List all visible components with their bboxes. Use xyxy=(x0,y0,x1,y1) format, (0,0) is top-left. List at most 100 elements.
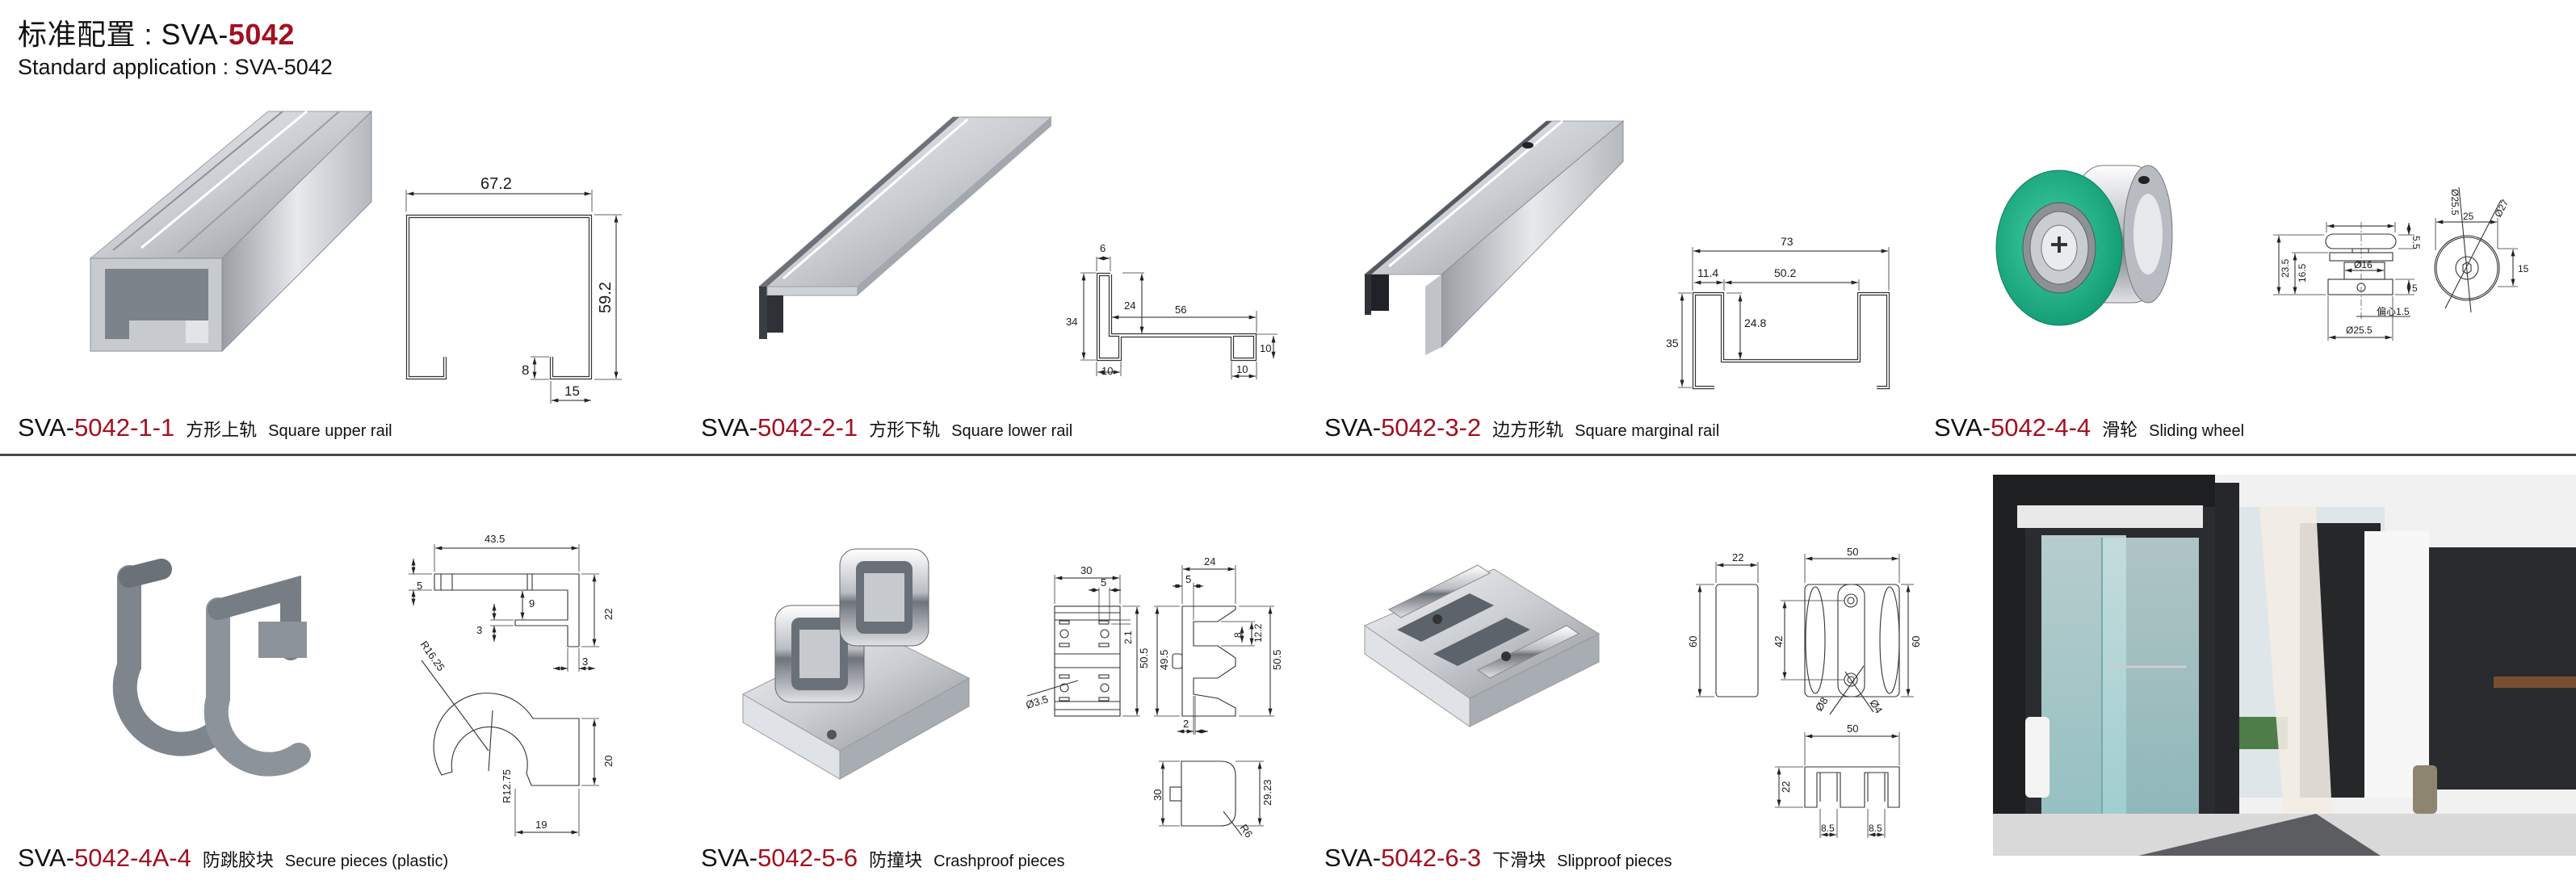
product-name-cn: 防跳胶块 xyxy=(202,850,274,870)
product-label-5042-1-1: SVA-5042-1-1 方形上轨 Square upper rail xyxy=(18,413,392,442)
product-name-cn: 下滑块 xyxy=(1492,850,1546,870)
dim-total-height: 35 xyxy=(1666,337,1679,350)
dim-slot-width-left: 8.5 xyxy=(1821,823,1835,834)
code-number: 5042-4-4 xyxy=(1991,413,2091,442)
dim-slot-depth: 8 xyxy=(522,362,529,378)
slipproof-pieces-image xyxy=(1363,564,1601,727)
dim-slot-inner: 8 xyxy=(1232,632,1244,638)
product-label-5042-4-4: SVA-5042-4-4 滑轮 Sliding wheel xyxy=(1934,413,2244,442)
dim-side-width: 24 xyxy=(1204,555,1215,568)
product-name-cn: 边方形轨 xyxy=(1492,420,1564,440)
code-prefix: SVA- xyxy=(701,844,758,872)
product-code: SVA-5042-5-6 xyxy=(701,844,858,873)
dim-cap-height: 5.5 xyxy=(2410,236,2422,249)
dim-clip-height: 20 xyxy=(602,756,614,767)
dim-hole-diameter: Ø4 xyxy=(1867,697,1885,716)
dim-slot-outer: 12.2 xyxy=(1252,623,1264,643)
code-prefix: SVA- xyxy=(1324,844,1382,872)
dim-flange-width: 11.4 xyxy=(1697,266,1718,279)
dim-bottom-width: 50 xyxy=(1847,723,1858,735)
dim-wall-thickness: 3 xyxy=(582,656,588,668)
dim-wheel-diameter: Ø25.5 xyxy=(2449,189,2461,216)
dim-body-height: 16.5 xyxy=(2297,263,2308,283)
dim-base-height: 5 xyxy=(2412,283,2418,294)
code-number: 5042-3-2 xyxy=(1381,413,1482,442)
sliding-wheel-image xyxy=(1995,165,2173,326)
dim-right-foot-width: 10 xyxy=(1236,363,1248,375)
dim-slot-width-right: 8.5 xyxy=(1869,823,1882,834)
product-code: SVA-5042-1-1 xyxy=(18,413,174,442)
dim-side-width: 22 xyxy=(1732,551,1743,563)
dim-slot-width: 15 xyxy=(564,383,580,399)
product-name-cn: 滑轮 xyxy=(2102,420,2138,440)
code-number: 5042-2-1 xyxy=(757,413,858,442)
dim-foot-height: 10 xyxy=(1260,342,1271,354)
product-name-en: Square marginal rail xyxy=(1575,422,1720,440)
sliding-wheel-drawing: 5.5 23.5 16.5 Ø16 5 偏心1.5 Ø25.5 25 Ø25.5… xyxy=(2273,186,2529,341)
dim-top-thickness: 5 xyxy=(417,580,422,592)
dim-front-width: 50 xyxy=(1847,546,1858,558)
code-number: 5042-5-6 xyxy=(757,844,858,872)
page-subtitle: Standard application : SVA-5042 xyxy=(18,55,333,79)
product-name-cn: 方形下轨 xyxy=(869,420,941,440)
dim-corner-radius: R6 xyxy=(1238,822,1256,840)
product-label-5042-2-1: SVA-5042-2-1 方形下轨 Square lower rail xyxy=(701,413,1072,442)
slipproof-pieces-drawing: 22 60 50 42 60 Ø8 Ø4 50 22 8.5 8.5 xyxy=(1687,546,1922,838)
dim-tab-height: 2.1 xyxy=(1122,630,1134,644)
dim-lip-thickness: 3 xyxy=(476,624,482,636)
square-marginal-rail-image xyxy=(1363,119,1625,355)
dim-total-height: 34 xyxy=(1066,316,1077,328)
dim-front-width: 30 xyxy=(1080,564,1092,576)
crashproof-pieces-drawing: 30 5 2.1 50.5 Ø3.5 24 5 49.5 8 12.2 50.5… xyxy=(1026,555,1283,840)
dim-left-foot-width: 10 xyxy=(1101,365,1113,377)
title-model-number: 5042 xyxy=(228,18,295,51)
dim-gap: 9 xyxy=(529,597,535,609)
square-marginal-rail-drawing: 73 11.4 50.2 24.8 35 xyxy=(1666,235,1890,390)
dim-length: 43.5 xyxy=(485,533,505,545)
product-name-cn: 方形上轨 xyxy=(186,420,258,440)
shower-installation-photo xyxy=(1993,475,2576,856)
title-cn: 标准配置 : SVA- xyxy=(18,18,229,51)
dim-hub-diameter: Ø16 xyxy=(2354,259,2373,270)
dim-clip-width: 19 xyxy=(535,819,547,831)
dim-outer-radius: R16.25 xyxy=(418,639,447,673)
dim-height: 59.2 xyxy=(597,282,615,313)
code-prefix: SVA- xyxy=(1934,413,1991,442)
code-prefix: SVA- xyxy=(701,413,758,442)
dim-lip-width: 2 xyxy=(1183,718,1189,730)
crashproof-pieces-image xyxy=(741,548,971,780)
dim-upper-height: 24 xyxy=(1124,299,1135,312)
dim-side-height: 60 xyxy=(1687,636,1699,647)
product-code: SVA-5042-3-2 xyxy=(1324,413,1481,442)
dim-bottom-height: 30 xyxy=(1152,790,1164,801)
square-upper-rail-image xyxy=(89,110,373,353)
square-lower-rail-drawing: 6 34 24 56 10 10 10 xyxy=(1066,242,1278,379)
section-divider xyxy=(0,454,2576,456)
dim-height: 22 xyxy=(602,609,614,620)
dim-bottom-height: 22 xyxy=(1780,781,1792,793)
product-name-en: Crashproof pieces xyxy=(933,852,1065,870)
product-code: SVA-5042-6-3 xyxy=(1324,844,1481,873)
dim-base-width: 56 xyxy=(1175,304,1186,316)
code-prefix: SVA- xyxy=(1324,413,1382,442)
product-label-5042-4a-4: SVA-5042-4A-4 防跳胶块 Secure pieces (plasti… xyxy=(18,844,448,873)
product-label-5042-3-2: SVA-5042-3-2 边方形轨 Square marginal rail xyxy=(1324,413,1719,442)
product-name-en: Secure pieces (plastic) xyxy=(284,852,449,870)
dim-total-width: 73 xyxy=(1781,235,1794,248)
dim-base-diameter: Ø25.5 xyxy=(2346,325,2373,336)
dim-tab-spacing: 5 xyxy=(1101,576,1106,589)
page-title: 标准配置 : SVA-5042 xyxy=(18,11,295,53)
dim-channel-depth: 24.8 xyxy=(1744,316,1766,329)
dim-bottom-inner-height: 29.23 xyxy=(1261,779,1273,806)
product-code: SVA-5042-4A-4 xyxy=(18,844,191,873)
secure-pieces-image xyxy=(112,559,311,777)
dim-top-width: 6 xyxy=(1100,242,1105,254)
code-number: 5042-4A-4 xyxy=(74,844,191,872)
dim-inner-radius: R12.75 xyxy=(501,769,513,803)
dim-front-height: 60 xyxy=(1910,636,1922,647)
dim-outer-diameter: Ø27 xyxy=(2492,198,2511,220)
dim-front-height: 50.5 xyxy=(1138,648,1150,668)
dim-counterbore-diameter: Ø8 xyxy=(1813,695,1831,714)
code-number: 5042-6-3 xyxy=(1381,844,1482,872)
dim-channel-width: 50.2 xyxy=(1774,266,1796,279)
